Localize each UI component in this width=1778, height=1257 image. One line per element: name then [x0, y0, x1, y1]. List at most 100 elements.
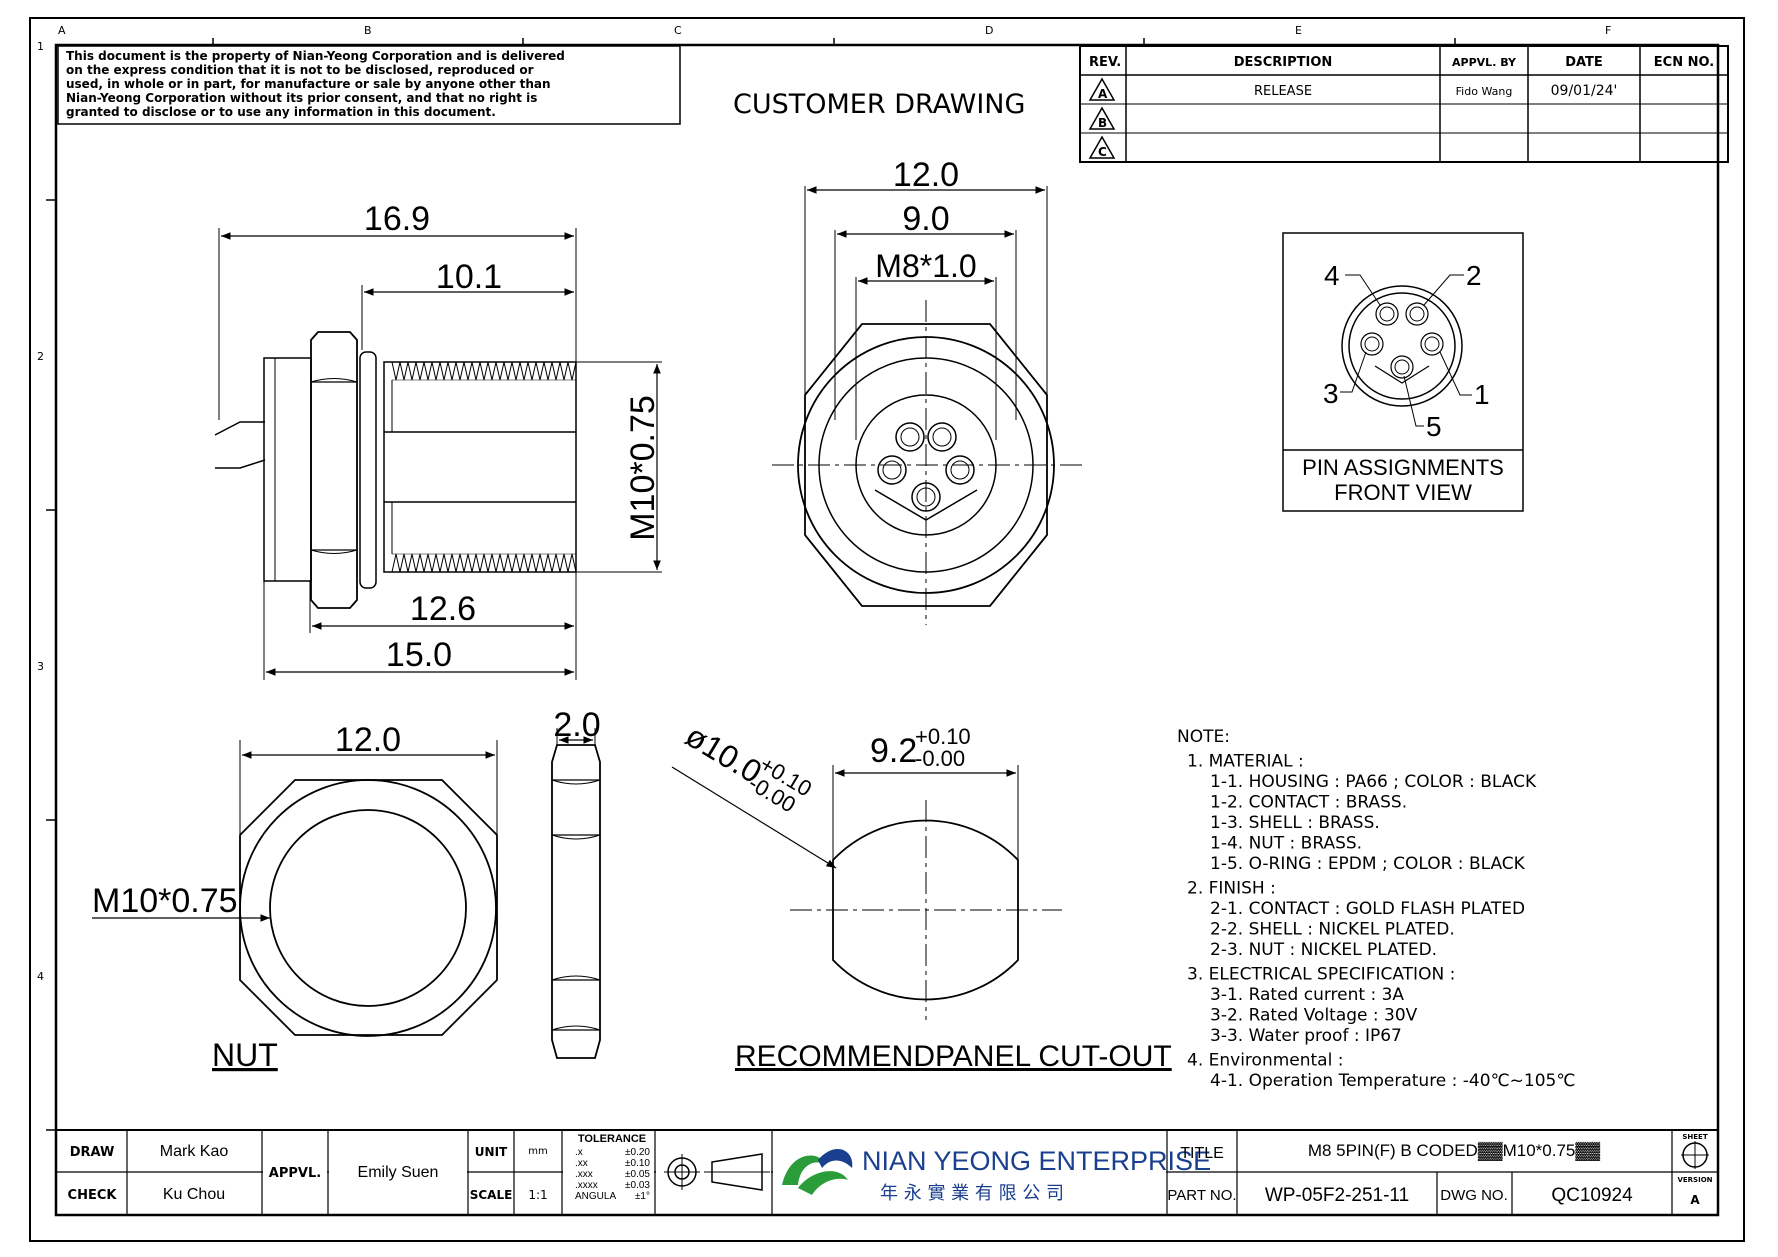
title-block: DRAW Mark Kao CHECK Ku Chou APPVL. Emily…: [56, 1129, 1718, 1215]
tb-draw-label: DRAW: [70, 1145, 115, 1160]
pin-label-4: 4: [1324, 260, 1340, 291]
nut-thread-label: M10*0.75: [92, 882, 238, 920]
grid-row-1: 1: [37, 40, 44, 53]
grid-rows: 1 2 3 4: [37, 40, 56, 1131]
tolerance-format: ANGULA: [575, 1191, 616, 1202]
notice-line-4: Nian-Yeong Corporation without its prior…: [66, 91, 537, 105]
nut-front-view: 12.0 M10*0.75 NUT: [92, 721, 498, 1073]
tb-title-label: TITLE: [1180, 1145, 1224, 1162]
note-line: 2-1. CONTACT : GOLD FLASH PLATED: [1210, 899, 1525, 919]
dim-body-length: 12.6: [410, 590, 476, 628]
tb-part-value: WP-05F2-251-11: [1265, 1185, 1409, 1206]
outer-frame: [29, 17, 1745, 1242]
side-thread-label: M10*0.75: [624, 395, 662, 541]
tb-dwg-label: DWG NO.: [1440, 1187, 1508, 1204]
tb-dwg-value: QC10924: [1551, 1185, 1633, 1206]
side-view: 16.9 10.1 12.6 15.0 M10*0.75: [214, 200, 662, 680]
grid-col-f: F: [1605, 24, 1611, 37]
dim-overall-length: 16.9: [364, 200, 430, 238]
note-line: 1-3. SHELL : BRASS.: [1210, 813, 1380, 833]
notice-line-1: This document is the property of Nian-Ye…: [66, 49, 565, 63]
front-view: 12.0 9.0 M8*1.0: [772, 156, 1082, 625]
rev-header-appvl: APPVL. BY: [1452, 56, 1517, 69]
panel-cutout: 9.2 +0.10 -0.00 ø10.0 +0.10 -0.00 RECOMM…: [671, 717, 1172, 1073]
nut-label: NUT: [212, 1037, 278, 1073]
tolerance-value: ±0.03: [625, 1180, 650, 1191]
tb-part-label: PART NO.: [1167, 1187, 1236, 1204]
nut-side-view: 2.0: [551, 706, 601, 1059]
inner-frame: [54, 43, 1720, 1217]
dim-thread-length: 10.1: [436, 258, 502, 296]
note-line: 2. FINISH :: [1187, 879, 1276, 899]
rev-header-date: DATE: [1565, 55, 1603, 70]
nut-thickness: 2.0: [553, 706, 600, 744]
front-dim-inner: 9.0: [902, 200, 949, 238]
revision-table: REV. DESCRIPTION APPVL. BY DATE ECN NO. …: [1079, 45, 1729, 163]
drawing-title: CUSTOMER DRAWING: [733, 89, 1025, 120]
cutout-width-value: 9.2: [870, 732, 917, 770]
note-line: 1-4. NUT : BRASS.: [1210, 834, 1362, 854]
note-line: 1-5. O-RING : EPDM ; COLOR : BLACK: [1210, 854, 1526, 874]
tb-unit-value: mm: [528, 1146, 547, 1157]
tb-appvl-name: Emily Suen: [358, 1164, 439, 1181]
tb-sheet-label: SHEET: [1682, 1133, 1707, 1141]
tb-title-value: M8 5PIN(F) B CODED▓▓M10*0.75▓▓: [1308, 1141, 1601, 1161]
note-line: 1-2. CONTACT : BRASS.: [1210, 793, 1407, 813]
rev-header-ecn: ECN NO.: [1654, 55, 1714, 70]
rev-a: A: [1098, 87, 1108, 101]
note-line: NOTE:: [1177, 727, 1230, 747]
notice-text: This document is the property of Nian-Ye…: [66, 49, 565, 119]
tb-scale-label: SCALE: [470, 1188, 513, 1202]
rev-c: C: [1098, 145, 1107, 159]
tolerance-format: .xx: [575, 1158, 588, 1169]
tb-check-name: Ku Chou: [163, 1186, 225, 1203]
tolerance-value: ±0.05: [625, 1169, 650, 1180]
dim-total-length: 15.0: [386, 636, 452, 674]
nut-dim-width: 12.0: [335, 721, 401, 759]
pin-label-1: 1: [1474, 379, 1490, 410]
notice-line-2: on the express condition that it is not …: [66, 63, 534, 77]
tb-version-value: A: [1690, 1193, 1700, 1207]
notes: NOTE:1. MATERIAL :1-1. HOUSING : PA66 ; …: [1177, 727, 1575, 1091]
note-line: 3-2. Rated Voltage : 30V: [1210, 1006, 1418, 1026]
rev-header-rev: REV.: [1089, 55, 1121, 70]
pin-assignments: 1 2 3 4 5 PIN ASSIGNMENTS FRONT VIEW: [1282, 232, 1524, 512]
grid-col-a: A: [58, 24, 66, 37]
pin-caption-line2: FRONT VIEW: [1334, 480, 1472, 505]
note-line: 2-3. NUT : NICKEL PLATED.: [1210, 940, 1437, 960]
grid-col-d: D: [985, 24, 993, 37]
note-line: 3-1. Rated current : 3A: [1210, 985, 1404, 1005]
grid-col-c: C: [674, 24, 682, 37]
grid-row-4: 4: [37, 970, 44, 983]
company-name-en: NIAN YEONG ENTERPRISE: [862, 1146, 1211, 1176]
front-thread-label: M8*1.0: [875, 248, 976, 284]
tolerance-value: ±1°: [635, 1191, 650, 1202]
cutout-label: RECOMMENDPANEL CUT-OUT: [735, 1040, 1172, 1073]
note-line: 4-1. Operation Temperature : -40℃~105℃: [1210, 1071, 1575, 1091]
tb-unit-label: UNIT: [475, 1145, 508, 1159]
company-logo-icon: [782, 1148, 853, 1195]
tolerance-value: ±0.20: [625, 1147, 650, 1158]
rev-b: B: [1098, 116, 1107, 130]
projection-symbol-icon: [664, 1153, 770, 1191]
front-dim-outer: 12.0: [893, 156, 959, 194]
rev-header-description: DESCRIPTION: [1234, 55, 1333, 70]
pin-label-3: 3: [1323, 378, 1339, 409]
tb-check-label: CHECK: [68, 1188, 118, 1203]
notice-line-3: used, in whole or in part, for manufactu…: [66, 77, 551, 91]
tolerance-value: ±0.10: [625, 1158, 650, 1169]
notice-box: [57, 45, 681, 125]
pin-label-5: 5: [1426, 411, 1442, 442]
notice-line-5: granted to disclose or to use any inform…: [66, 105, 496, 119]
rev-a-date: 09/01/24': [1551, 83, 1618, 99]
rev-a-description: RELEASE: [1254, 84, 1312, 99]
cutout-width-plus: +0.10: [915, 724, 971, 749]
tb-version-label: VERSION: [1677, 1176, 1712, 1184]
rev-a-approved: Fido Wang: [1456, 85, 1513, 98]
tb-appvl-label: APPVL.: [269, 1166, 321, 1181]
sheet-target-icon: [1681, 1141, 1709, 1169]
grid-row-3: 3: [37, 660, 44, 673]
note-line: 2-2. SHELL : NICKEL PLATED.: [1210, 920, 1455, 940]
tolerance-format: .xxx: [575, 1169, 593, 1180]
